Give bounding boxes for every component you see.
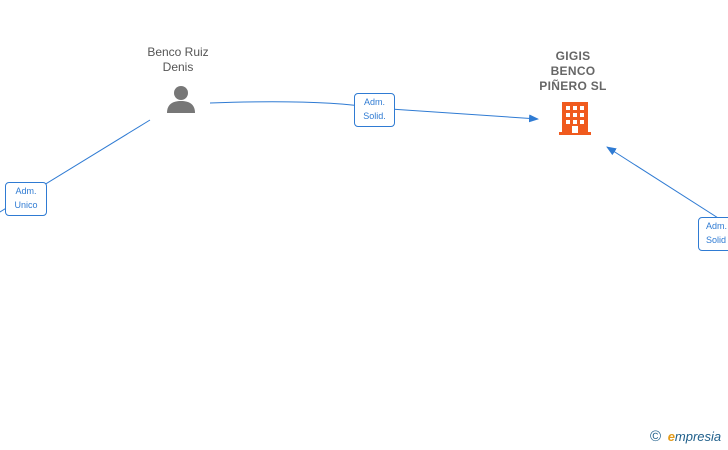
company-name-line1: GIGIS: [555, 49, 591, 63]
person-name[interactable]: Benco Ruiz Denis: [128, 45, 228, 75]
building-icon[interactable]: [559, 101, 591, 140]
company-name[interactable]: GIGIS BENCO PIÑERO SL: [518, 49, 628, 94]
edge-label-adm-solid-right[interactable]: Adm. Solid: [698, 217, 728, 251]
copyright-icon: ©: [650, 428, 662, 445]
edge-label-line2: Solid.: [363, 111, 386, 121]
edge-label-line2: Unico: [14, 200, 38, 210]
edge-label-line1: Adm.: [363, 97, 385, 107]
person-name-line1: Benco Ruiz: [147, 45, 209, 59]
edge-label-line1: Adm.: [15, 186, 37, 196]
edge-label-line1: Adm.: [706, 221, 728, 231]
edge-label-line2: Solid: [706, 235, 727, 245]
person-icon[interactable]: [166, 84, 196, 119]
brand-name: mpresia: [674, 429, 722, 444]
company-name-line3: PIÑERO SL: [539, 79, 607, 93]
footer-brand[interactable]: © empresia: [650, 428, 721, 445]
person-name-line2: Denis: [162, 60, 194, 74]
edge-label-adm-unico[interactable]: Adm. Unico: [5, 182, 47, 216]
company-name-line2: BENCO: [550, 64, 596, 78]
brand-initial: e: [667, 429, 675, 444]
edge-label-adm-solid-center[interactable]: Adm. Solid.: [354, 93, 395, 127]
